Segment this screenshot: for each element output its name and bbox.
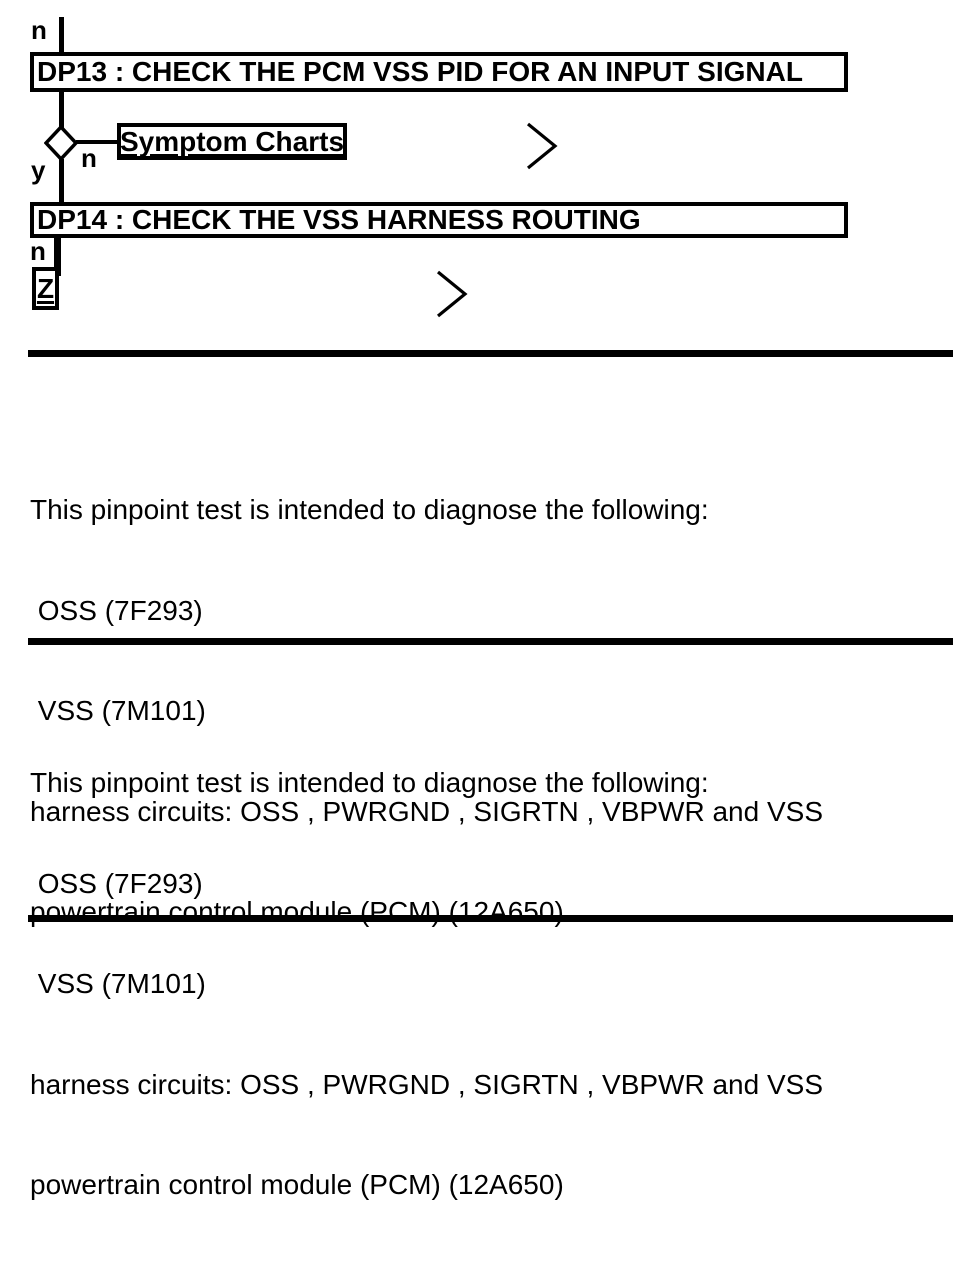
diagnosis-intro-line: This pinpoint test is intended to diagno…: [30, 494, 709, 525]
diagnosis-item-vss: VSS (7M101): [30, 695, 206, 726]
symptom-charts-link[interactable]: Symptom Charts: [117, 123, 347, 160]
decision-diamond-icon: [44, 125, 78, 161]
pinpoint-test-page: n DP13 : CHECK THE PCM VSS PID FOR AN IN…: [28, 15, 953, 1200]
section-divider: [28, 915, 953, 922]
diagnosis-intro-line: This pinpoint test is intended to diagno…: [30, 767, 709, 798]
flow-connector-dp13-to-decision: [59, 92, 64, 128]
continue-chevron-icon: [524, 121, 560, 171]
diagnosis-item-vss: VSS (7M101): [30, 968, 206, 999]
flow-connector-entry: [59, 17, 64, 53]
section-divider: [28, 350, 953, 357]
diagnosis-item-pcm: powertrain control module (PCM) (12A650): [30, 1169, 564, 1200]
z-link[interactable]: Z: [32, 267, 59, 310]
continue-chevron-icon: [434, 269, 470, 319]
branch-label-n-dp14: n: [30, 236, 46, 266]
diagnosis-item-harness: harness circuits: OSS , PWRGND , SIGRTN …: [30, 1068, 824, 1100]
dp13-step-title-box: DP13 : CHECK THE PCM VSS PID FOR AN INPU…: [30, 52, 848, 92]
diagnosis-item-oss: OSS (7F293): [30, 594, 203, 626]
diagnosis-text-block-2: This pinpoint test is intended to diagno…: [30, 699, 940, 1269]
diagnosis-item-oss: OSS (7F293): [30, 867, 203, 899]
branch-label-n-entry: n: [31, 15, 47, 45]
dp13-step-title: DP13 : CHECK THE PCM VSS PID FOR AN INPU…: [37, 56, 803, 87]
z-link-label: Z: [36, 272, 55, 304]
symptom-charts-link-label: Symptom Charts: [119, 125, 345, 157]
dp14-step-title-box: DP14 : CHECK THE VSS HARNESS ROUTING: [30, 202, 848, 238]
flow-connector-no-branch: [76, 140, 119, 144]
section-divider: [28, 638, 953, 645]
diagnosis-text-block-1: This pinpoint test is intended to diagno…: [30, 426, 940, 996]
dp14-step-title: DP14 : CHECK THE VSS HARNESS ROUTING: [37, 204, 641, 235]
branch-label-n-decision: n: [81, 143, 97, 173]
branch-label-y-decision: y: [31, 155, 46, 185]
flow-connector-dp14-to-z: [54, 238, 61, 276]
flow-connector-decision-to-dp14: [59, 159, 64, 203]
diagnosis-item-harness: harness circuits: OSS , PWRGND , SIGRTN …: [30, 795, 824, 827]
